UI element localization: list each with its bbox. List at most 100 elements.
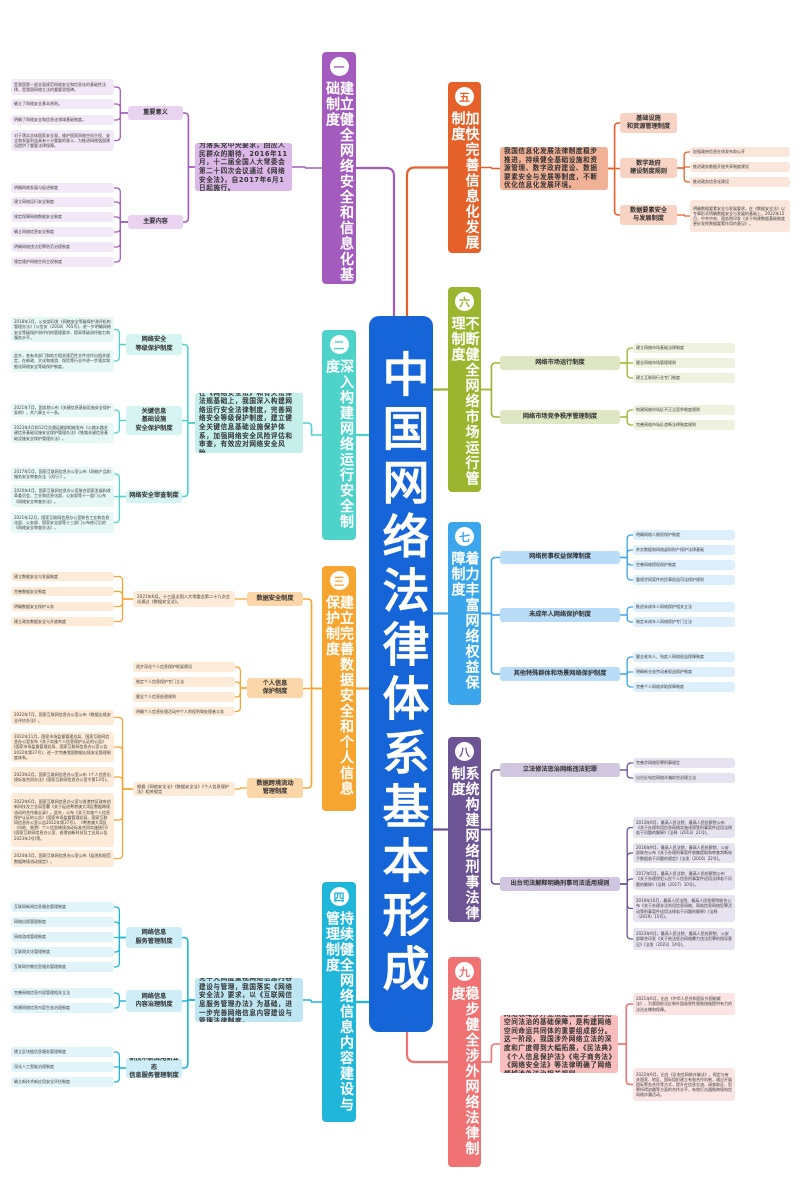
leaf-item-text: 2023年4月和12月交通运输部相继发布《公路水路关键信息基础设施安全保护管理办… (14, 425, 108, 441)
section-title-card: 八系统构建网络刑事法律制度 (448, 737, 481, 922)
branch-connector (113, 921, 127, 939)
branch-connector (113, 328, 127, 346)
branch-connector (619, 656, 634, 675)
leaf-item: 完善网络信息内容管理相关立法 (11, 988, 114, 998)
branch-connector (619, 878, 634, 885)
branch-connector (619, 362, 634, 379)
leaf-item: 构建网络信息内容生态治理制度 (11, 1003, 114, 1013)
leaf-item: 互联网新闻信息服务管理制度 (11, 902, 114, 912)
branch-connector (302, 999, 323, 1003)
leaf-item-text: 此外，各有关部门和地方相关规范性文件也作出相关规定，在邮政、文化和旅游、保险等行… (14, 353, 110, 369)
branch-connector (302, 598, 323, 690)
branch-node-text: 其他特殊群体和场景网络保护制度 (513, 669, 607, 677)
branch-node-text: 个人信息 保护制度 (262, 679, 288, 695)
leaf-item: 2021年6月，出台《中华人民共和国反外国制裁法》，为我国依法反制外国歧视性限制… (633, 993, 735, 1015)
section-title: 建立完善数据安全和个人信息保护制度 (324, 595, 354, 797)
leaf-item: 2017年5月，最高人民法院、最高人民检察院公布《关于办理侵犯公民个人信息刑事案… (633, 868, 735, 890)
branch-connector (182, 112, 196, 168)
leaf-item: 建立政务数据安全与开放制度 (11, 617, 114, 626)
leaf-item-text: 确立新技术新应用安全评估制度 (14, 1079, 70, 1085)
branch-connector (480, 362, 501, 391)
branch-node: 网络市场竞争秩序管理制度 (500, 410, 620, 424)
leaf-item: 网络出版管理制度 (11, 917, 114, 927)
leaf-item-text: 2022年7月，国家互联网信息办公室公布《数据出境安全评估办法》。 (14, 712, 111, 723)
section-summary: 为落实党中央要求，回应人民群众的期待，2016年11月，十二届全国人大常委会第二… (195, 143, 292, 191)
branch-node: 数据安全制度 (247, 592, 303, 606)
branch-node-text: 立法修法惩治网络违法犯罪 (522, 765, 598, 773)
branch-connector (181, 999, 196, 1069)
branch-node-text: 网络安全 等级保护制度 (135, 336, 173, 352)
section-title: 着力丰富网络权益保障制度 (449, 551, 480, 691)
leaf-item: 2023年2月，国家互联网信息办公室公布《个人信息出境标准合同办法》(国家互联网… (11, 767, 114, 787)
leaf-item: 2023年6月，国家互联网信息办公室与香港特区政府创新科技及工业局签署《关于促进… (11, 793, 114, 847)
leaf-item: 2020年4月，国家互联网信息办公室联合国家发展和改革委员会、工业和信息化部、公… (11, 485, 114, 507)
branch-connector (113, 187, 129, 223)
leaf-item-text: 2021年7月，国务院公布《关键信息基础设施安全保护条例》，共六章五十一条。 (14, 404, 111, 415)
branch-node: 数据跨境流动 管理制度 (247, 778, 303, 798)
section-summary-text: 党中央高度重视网络信息内容建设与管理，我国落实《网络安全法》要求，以《互联网信息… (199, 978, 293, 1022)
branch-node-text: 网络信息 服务管理制度 (135, 929, 173, 945)
branch-connector (302, 687, 323, 789)
leaf-item: 健全网络市场管理规则 (633, 358, 735, 368)
branch-node-text: 重要意义 (143, 108, 168, 116)
branch-connector (619, 556, 634, 581)
leaf-item: 明确数据安全保护义务 (11, 602, 114, 611)
leaf-item-text: 2018年3月，公安部印发《网络安全等级保护测评机构管理办法》(公信安〔2018… (14, 319, 111, 340)
branch-node: 个人信息 保护制度 (247, 678, 303, 698)
leaf-item-text: 建立政务数据安全与开放制度 (14, 618, 66, 624)
branch-node: 网络安全 等级保护制度 (126, 334, 182, 355)
branch-node: 网络市场运行制度 (500, 356, 620, 370)
leaf-item: 建立网络运行安全制度 (11, 197, 114, 207)
leaf-item: 规定维护网络空间主权制度 (11, 257, 114, 267)
leaf-item: 制定个人信息保护专门立法 (133, 677, 235, 687)
branch-node: 关键信息 基础设施 安全保护制度 (126, 406, 182, 435)
leaf-item-text: 网络游戏管理制度 (14, 934, 46, 940)
leaf-item: 此外，各有关部门和地方相关规范性文件也作出相关规定，在邮政、文化和旅游、保险等行… (11, 350, 114, 372)
leaf-item-text: 2023年6月，国家互联网信息办公室与香港特区政府创新科技及工业局签署《关于促进… (14, 799, 111, 841)
section-summary: 我国信息化发展法律制度稳步推进，持续健全基础设施和资源管理、数字政府建设、数据要… (500, 147, 608, 190)
branch-connector (181, 343, 196, 424)
leaf-item: 明确网络发展与促进制度 (11, 183, 114, 193)
branch-detail-text: 2021年6月，十三届全国人大常委会第二十九次会议通过《数据安全法》。 (137, 593, 230, 604)
branch-connector (113, 473, 127, 498)
leaf-item: 完善数据安全制度 (11, 587, 114, 596)
leaf-item: 2017年5月，国家互联网信息办公室公布《网络产品和服务安全审查办法（试行）》。 (11, 467, 114, 481)
leaf-item-text: 2022年9月，出台《反电信网络诈骗法》，规定与有关国家、地区、国际组织建立有效… (636, 1071, 732, 1098)
section-title: 加快完善信息化发展制度 (449, 111, 480, 251)
branch-connector (113, 409, 127, 422)
branch-connector (113, 788, 134, 860)
leaf-item: 互联网文化管理制度 (11, 947, 114, 957)
branch-connector (234, 787, 248, 790)
section-title: 不断健全网络市场运行管理制度 (449, 316, 480, 487)
leaf-item: 建立区块链信息服务管理制度 (11, 1047, 114, 1057)
section-number-badge: 七 (455, 527, 474, 546)
branch-connector (113, 221, 129, 233)
branch-connector (113, 221, 129, 248)
section-number-badge: 六 (455, 292, 474, 311)
branch-connector (480, 828, 501, 885)
branch-connector (113, 1067, 127, 1083)
leaf-item-text: 明确网络发展与促进制度 (14, 185, 58, 191)
leaf-item-text: 建立区块链信息服务管理制度 (14, 1049, 66, 1055)
branch-node: 主要内容 (128, 215, 183, 229)
section-title-card: 二深入构建网络运行安全制度 (322, 330, 356, 540)
leaf-item: 逐步深化个人信息保护框架建设 (133, 662, 235, 672)
leaf-item-text: 2023年2月，国家互联网信息办公室公布《个人信息出境标准合同办法》(国家互联网… (14, 771, 111, 782)
branch-node-text: 关键信息 基础设施 安全保护制度 (135, 407, 173, 432)
leaf-item-text: 2024年3月，国家互联网信息办公室公布《促进和规范数据跨境流动规定》。 (14, 853, 111, 864)
branch-node-text: 出台司法解释明确刑事司法适用规则 (510, 879, 610, 887)
branch-node: 出台司法解释明确刑事司法适用规则 (500, 877, 620, 891)
leaf-item-text: 规定维护网络空间主权制度 (14, 259, 62, 265)
branch-node: 网络民事权益保障制度 (500, 551, 620, 564)
section-title-card: 五加快完善信息化发展制度 (448, 82, 481, 253)
branch-connector (182, 166, 196, 223)
leaf-item-text: 明确了网络安全和信息化领域基础制度。 (14, 117, 86, 123)
branch-connector (113, 221, 129, 263)
branch-node: 立法修法惩治网络违法犯罪 (500, 763, 620, 777)
leaf-item-text: 制定未成年人网络保护专门立法 (636, 619, 692, 625)
section-title: 建立健全网络安全和信息化基础制度 (324, 81, 354, 283)
leaf-item-text: 完善网络市场反垄断法律制度规则 (636, 422, 696, 428)
leaf-item-text: 明确网络人格权保护制度 (636, 532, 680, 538)
branch-connector (617, 1003, 634, 1045)
leaf-item: 完善网络市场反垄断法律制度规则 (633, 420, 735, 430)
